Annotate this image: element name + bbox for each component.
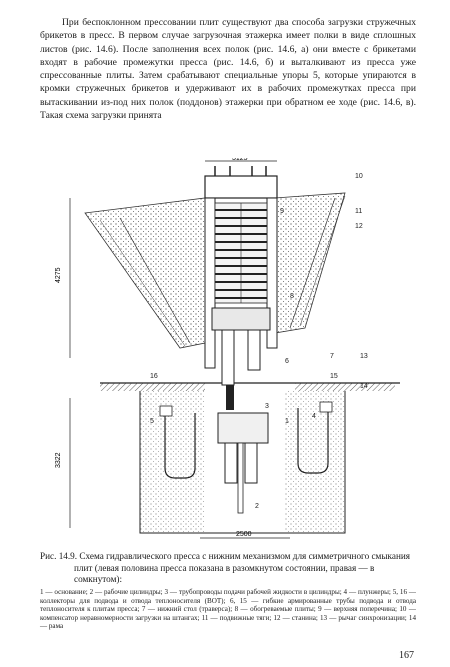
tie-rod-tops xyxy=(214,166,267,176)
left-loader xyxy=(84,197,206,349)
svg-text:11: 11 xyxy=(355,208,362,215)
svg-text:3: 3 xyxy=(265,403,269,410)
svg-text:15: 15 xyxy=(330,373,338,380)
foundation-left xyxy=(140,391,205,533)
svg-text:3322: 3322 xyxy=(55,452,62,468)
svg-text:9: 9 xyxy=(280,208,284,215)
svg-text:5: 5 xyxy=(150,418,154,425)
svg-text:10: 10 xyxy=(355,173,363,180)
lower-table xyxy=(211,307,271,331)
frame-left xyxy=(204,197,216,369)
svg-text:1: 1 xyxy=(285,418,289,425)
manifold-right xyxy=(297,401,333,474)
dimension-top: 3125 xyxy=(205,155,277,162)
svg-text:4275: 4275 xyxy=(55,267,62,283)
page-number: 167 xyxy=(399,650,414,661)
svg-text:16: 16 xyxy=(150,373,158,380)
figure-legend: 1 — основание; 2 — рабочие цилиндры; 3 —… xyxy=(40,588,416,631)
foundation-right xyxy=(285,391,345,533)
svg-text:12: 12 xyxy=(355,223,363,230)
svg-text:2500: 2500 xyxy=(236,531,252,538)
svg-text:13: 13 xyxy=(360,353,368,360)
svg-text:14: 14 xyxy=(360,383,368,390)
right-loader xyxy=(274,192,346,334)
dimension-bottom: 2500 xyxy=(200,531,290,539)
svg-text:2: 2 xyxy=(255,503,259,510)
svg-text:4: 4 xyxy=(312,413,316,420)
svg-text:7: 7 xyxy=(330,353,334,360)
svg-text:6: 6 xyxy=(285,358,289,365)
body-paragraph: При беспоклонном прессовании плит сущест… xyxy=(40,17,416,122)
manifold-left xyxy=(159,405,196,479)
figure-caption: Рис. 14.9. Схема гидравлического пресса … xyxy=(40,551,416,586)
platen-stack xyxy=(214,202,268,304)
floor-hatch-left xyxy=(100,383,205,391)
dimension-left-lower: 3322 xyxy=(55,398,71,528)
svg-text:8: 8 xyxy=(290,293,294,300)
svg-text:3125: 3125 xyxy=(232,158,248,162)
floor-hatch-right xyxy=(295,383,395,391)
cylinders xyxy=(217,329,269,514)
callouts: 10 11 12 9 8 6 15 16 5 1 4 2 3 7 13 14 xyxy=(150,173,368,510)
press-diagram: 3125 4275 3322 2500 10 11 12 9 8 6 15 16… xyxy=(0,155,450,548)
caption-title: Рис. 14.9. Схема гидравлического пресса … xyxy=(40,551,411,584)
top-crosshead xyxy=(204,175,278,199)
dimension-left-upper: 4275 xyxy=(55,198,71,358)
